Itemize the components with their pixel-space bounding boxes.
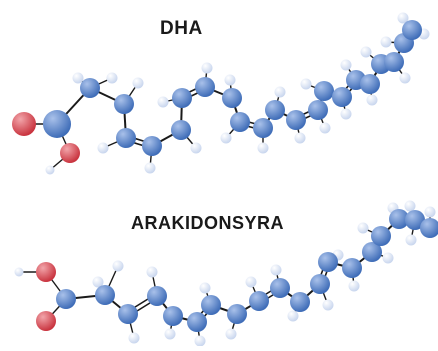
- arachidonic-carbon-atom: [371, 226, 391, 246]
- dha-hydrogen-atom: [221, 133, 232, 144]
- arachidonic-hydrogen-atom: [349, 281, 360, 292]
- arachidonic-carbon-atom: [290, 292, 310, 312]
- arachidonic-hydrogen-atom: [129, 333, 140, 344]
- dha-hydrogen-atom: [367, 95, 378, 106]
- dha-carbon-atom: [43, 110, 71, 138]
- dha-hydrogen-atom: [341, 60, 352, 71]
- dha-carbon-atom: [142, 136, 162, 156]
- arachidonic-hydrogen-atom: [425, 207, 436, 218]
- dha-molecule: [12, 13, 430, 175]
- arachidonic-carbon-atom: [249, 291, 269, 311]
- dha-hydrogen-atom: [258, 143, 269, 154]
- arachidonic-carbon-atom: [187, 312, 207, 332]
- dha-carbon-atom: [171, 120, 191, 140]
- dha-carbon-atom: [253, 118, 273, 138]
- dha-carbon-atom: [286, 110, 306, 130]
- dha-hydrogen-atom: [381, 37, 392, 48]
- dha-hydrogen-atom: [98, 143, 109, 154]
- dha-carbon-atom: [360, 74, 380, 94]
- arachidonic-carbon-atom: [310, 274, 330, 294]
- arachidonic-hydrogen-atom: [113, 261, 124, 272]
- dha-carbon-atom: [384, 52, 404, 72]
- dha-hydrogen-atom: [225, 75, 236, 86]
- arachidonic-hydrogen-atom: [323, 300, 334, 311]
- arachidonic-carbon-atom: [270, 278, 290, 298]
- dha-carbon-atom: [230, 112, 250, 132]
- arachidonic-acid-title: ARAKIDONSYRA: [131, 213, 284, 234]
- arachidonic-carbon-atom: [342, 258, 362, 278]
- arachidonic-hydrogen-atom: [195, 336, 206, 347]
- arachidonic-hydrogen-atom: [383, 253, 394, 264]
- arachidonic-hydrogen-atom: [271, 265, 282, 276]
- dha-carbon-atom: [222, 88, 242, 108]
- arachidonic-hydrogen-atom: [358, 223, 369, 234]
- dha-carbon-atom: [332, 87, 352, 107]
- arachidonic-carbon-atom: [118, 304, 138, 324]
- arachidonic-oxygen-atom: [36, 262, 56, 282]
- arachidonic-carbon-atom: [163, 306, 183, 326]
- dha-carbon-atom: [265, 100, 285, 120]
- dha-carbon-atom: [402, 20, 422, 40]
- arachidonic-carbon-atom: [95, 285, 115, 305]
- arachidonic-carbon-atom: [227, 304, 247, 324]
- arachidonic-hydrogen-atom: [147, 267, 158, 278]
- arachidonic-hydrogen-atom: [15, 268, 24, 277]
- arachidonic-hydrogen-atom: [406, 235, 417, 246]
- dha-carbon-atom: [172, 88, 192, 108]
- dha-hydrogen-atom: [400, 73, 411, 84]
- dha-carbon-atom: [195, 77, 215, 97]
- dha-carbon-atom: [308, 100, 328, 120]
- dha-title: DHA: [160, 18, 203, 40]
- arachidonic-hydrogen-atom: [405, 201, 416, 212]
- arachidonic-carbon-atom: [56, 289, 76, 309]
- arachidonic-oxygen-atom: [36, 311, 56, 331]
- dha-hydrogen-atom: [145, 163, 156, 174]
- dha-hydrogen-atom: [46, 166, 55, 175]
- dha-hydrogen-atom: [320, 123, 331, 134]
- dha-hydrogen-atom: [275, 87, 286, 98]
- arachidonic-hydrogen-atom: [246, 277, 257, 288]
- dha-hydrogen-atom: [341, 109, 352, 120]
- dha-hydrogen-atom: [107, 73, 118, 84]
- dha-hydrogen-atom: [295, 133, 306, 144]
- dha-hydrogen-atom: [361, 47, 372, 58]
- dha-hydrogen-atom: [73, 73, 84, 84]
- arachidonic-hydrogen-atom: [200, 283, 211, 294]
- arachidonic-hydrogen-atom: [165, 329, 176, 340]
- dha-carbon-atom: [116, 128, 136, 148]
- arachidonic-carbon-atom: [147, 286, 167, 306]
- dha-hydrogen-atom: [191, 143, 202, 154]
- arachidonic-hydrogen-atom: [226, 329, 237, 340]
- dha-oxygen-atom: [60, 143, 80, 163]
- arachidonic-carbon-atom: [201, 295, 221, 315]
- dha-hydrogen-atom: [202, 63, 213, 74]
- dha-carbon-atom: [80, 78, 100, 98]
- dha-carbon-atom: [314, 81, 334, 101]
- arachidonic-hydrogen-atom: [288, 311, 299, 322]
- dha-hydrogen-atom: [133, 78, 144, 89]
- dha-hydrogen-atom: [158, 97, 169, 108]
- dha-carbon-atom: [114, 94, 134, 114]
- dha-hydrogen-atom: [301, 79, 312, 90]
- dha-oxygen-atom: [12, 112, 36, 136]
- arachidonic-carbon-atom: [318, 252, 338, 272]
